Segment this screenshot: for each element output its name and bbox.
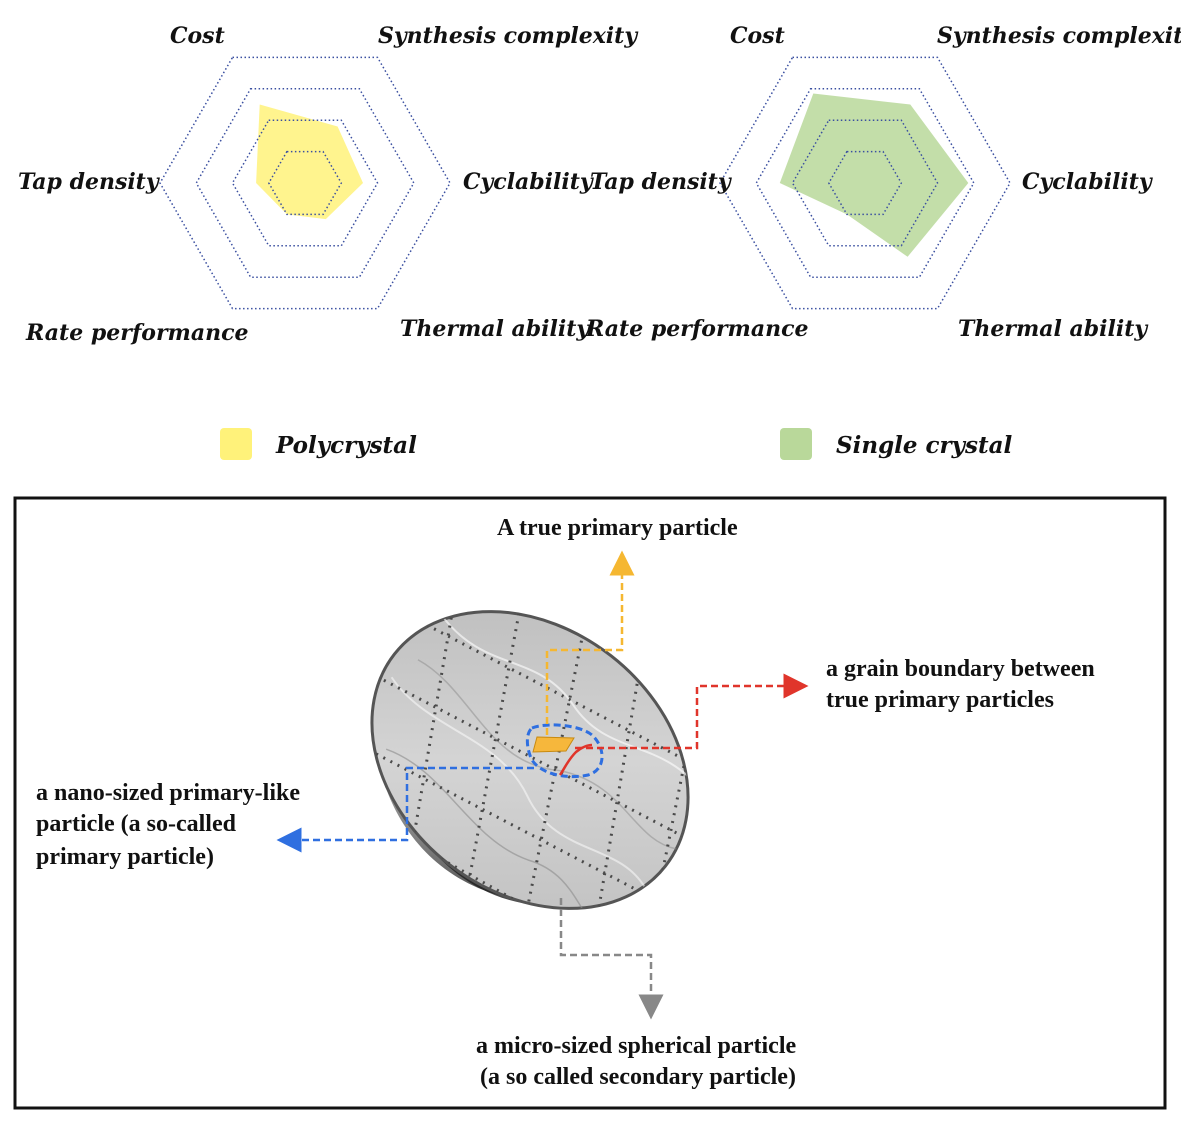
label-primary-like-line1: a nano-sized primary-like	[36, 780, 300, 806]
arrow-grain-boundary	[575, 673, 809, 750]
radar-ring-4	[159, 56, 451, 310]
radar-grid	[159, 56, 451, 310]
diagram-frame	[13, 496, 1167, 1110]
grain-boundary-line	[558, 743, 593, 776]
arrow-secondary	[559, 898, 664, 1020]
legend-label-single-crystal: Single crystal	[836, 432, 1012, 459]
arrow-true-primary	[545, 550, 635, 735]
legend-label-polycrystal: Polycrystal	[275, 432, 417, 459]
axis-label-thermal-ability: Thermal ability	[958, 316, 1149, 342]
legend-swatch-polycrystal	[220, 428, 252, 460]
axis-label-synthesis-complexity: Synthesis complexity	[378, 23, 639, 49]
label-grain-boundary-line2: true primary particles	[826, 687, 1054, 713]
callout-arrows	[276, 550, 809, 1020]
radar-ring-3	[755, 88, 975, 278]
label-grain-boundary-line1: a grain boundary between	[826, 656, 1095, 682]
true-primary-particle-highlight	[532, 736, 575, 753]
radar-chart-polycrystal: Cost Synthesis complexity Tap density Cy…	[18, 23, 639, 346]
polycrystal-area	[256, 104, 363, 220]
legend-swatch-single-crystal	[780, 428, 812, 460]
axis-label-tap-density: Tap density	[18, 169, 161, 195]
radar-ring-2	[231, 119, 379, 247]
axis-label-rate-performance: Rate performance	[585, 316, 808, 342]
radar-ring-3	[195, 88, 415, 278]
secondary-particle-illustration	[325, 554, 747, 964]
label-secondary-line2: (a so called secondary particle)	[480, 1064, 796, 1090]
axis-label-thermal-ability: Thermal ability	[400, 316, 591, 342]
axis-label-rate-performance: Rate performance	[25, 320, 248, 346]
radar-ring-4	[719, 56, 1011, 310]
axis-label-tap-density: Tap density	[590, 169, 733, 195]
primary-like-particle-outline	[525, 723, 604, 779]
radar-ring-1	[267, 150, 343, 216]
single-crystal-area	[779, 93, 969, 257]
label-true-primary-particle: A true primary particle	[497, 515, 738, 541]
label-primary-like-line2: particle (a so-called	[36, 811, 237, 837]
axis-label-cost: Cost	[730, 23, 785, 49]
axis-label-synthesis-complexity: Synthesis complexity	[937, 23, 1181, 49]
arrow-primary-like	[276, 766, 534, 853]
radar-ring-2	[791, 119, 939, 247]
axis-label-cyclability: Cyclability	[1022, 169, 1154, 195]
axis-label-cost: Cost	[170, 23, 225, 49]
radar-ring-1	[827, 150, 903, 216]
label-primary-like-line3: primary particle)	[36, 844, 214, 870]
legend: Polycrystal Single crystal	[220, 428, 1012, 460]
label-secondary-line1: a micro-sized spherical particle	[476, 1033, 796, 1059]
axis-label-cyclability: Cyclability	[463, 169, 595, 195]
radar-chart-single-crystal: Cost Synthesis complexity Tap density Cy…	[585, 23, 1181, 342]
radar-grid	[719, 56, 1011, 310]
particle-cut-face	[325, 554, 747, 964]
